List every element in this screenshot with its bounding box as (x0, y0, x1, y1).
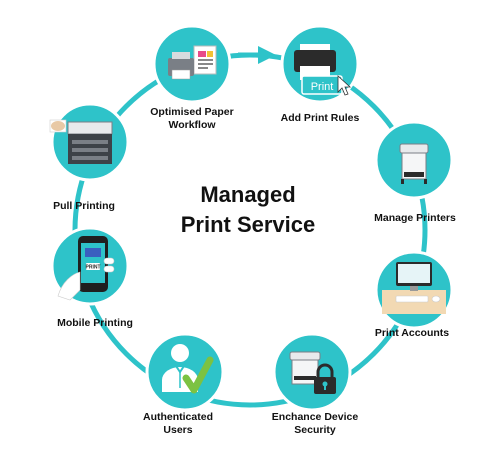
wide-format-printer-icon (399, 143, 429, 184)
node-label-enchance-device-security: Enchance Device Security (260, 411, 370, 437)
node-label-pull-printing: Pull Printing (34, 200, 134, 213)
label-line: Manage Printers (374, 212, 456, 224)
mobile-print-button-text: PRINT (86, 265, 101, 271)
node-label-authenticated-users: Authenticated Users (128, 411, 228, 437)
label-line: Users (163, 424, 193, 436)
label-line: Workflow (168, 119, 216, 131)
node-mobile-printing: PRINT (50, 226, 130, 306)
user-checkmark-icon (162, 344, 214, 394)
print-button-text: Print (311, 81, 334, 93)
label-line: Print Accounts (374, 327, 450, 339)
node-label-mobile-printing: Mobile Printing (40, 317, 150, 330)
multifunction-printer-icon (49, 119, 113, 164)
label-line: Add Print Rules (280, 112, 360, 124)
label-line: Mobile Printing (57, 317, 133, 329)
diagram-title: Managed Print Service (150, 180, 346, 240)
label-line: Pull Printing (53, 200, 115, 212)
node-enchance-device-security (272, 332, 352, 412)
printer-with-papers-icon (168, 45, 217, 80)
diagram-title-line1: Managed (200, 182, 296, 207)
print-button-cursor-icon: Print (294, 44, 352, 96)
desktop-computer-icon (382, 262, 446, 314)
node-authenticated-users (145, 332, 225, 412)
label-line: Security (294, 424, 336, 436)
label-line: Authenticated (142, 411, 213, 423)
label-line: Optimised Paper (150, 106, 234, 118)
node-label-print-accounts: Print Accounts (362, 327, 462, 340)
cycle-direction-arrowhead (258, 46, 276, 64)
node-pull-printing (49, 102, 130, 182)
diagram-title-line2: Print Service (180, 212, 316, 237)
node-label-manage-printers: Manage Printers (360, 212, 470, 225)
printer-padlock-icon (289, 351, 336, 394)
smartphone-print-icon: PRINT (57, 236, 115, 301)
node-manage-printers (374, 120, 454, 200)
node-label-optimised-paper-workflow: Optimised Paper Workflow (132, 106, 252, 132)
node-optimised-paper-workflow (152, 24, 232, 104)
node-print-accounts (374, 250, 454, 330)
label-line: Enchance Device (271, 411, 359, 423)
node-label-add-print-rules: Add Print Rules (270, 112, 370, 125)
node-add-print-rules: Print (280, 24, 360, 104)
